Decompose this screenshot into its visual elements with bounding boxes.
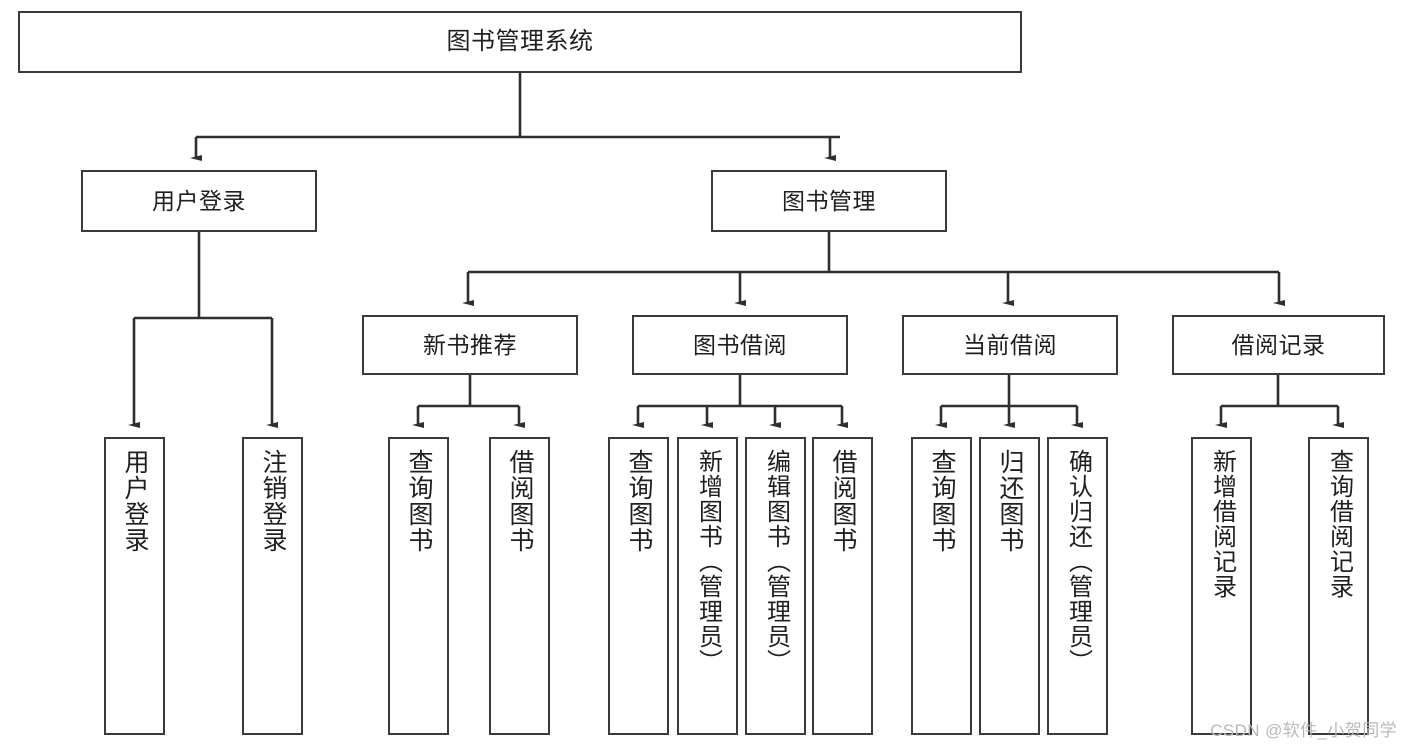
node-book-manage[interactable]: 图书管理 (711, 170, 947, 232)
node-leaf-bb-borrow-label: 借阅图书 (829, 449, 857, 553)
node-current-borrow[interactable]: 当前借阅 (902, 315, 1118, 375)
node-current-borrow-label: 当前借阅 (963, 331, 1057, 358)
node-leaf-br-query-label: 查询借阅记录 (1325, 449, 1353, 599)
node-leaf-br-add-label: 新增借阅记录 (1208, 449, 1236, 599)
node-book-borrow-label: 图书借阅 (693, 331, 787, 358)
node-leaf-user-login-label: 用户登录 (121, 449, 149, 553)
node-root[interactable]: 图书管理系统 (18, 11, 1022, 73)
node-leaf-br-query[interactable]: 查询借阅记录 (1308, 437, 1369, 735)
node-leaf-logout-label: 注销登录 (259, 449, 287, 553)
node-leaf-cb-query[interactable]: 查询图书 (911, 437, 972, 735)
node-leaf-bb-add-label: 新增图书（管理员） (694, 449, 722, 674)
node-new-book-rec-label: 新书推荐 (423, 331, 517, 358)
node-leaf-rec-borrow-label: 借阅图书 (506, 449, 534, 553)
node-book-borrow[interactable]: 图书借阅 (632, 315, 848, 375)
node-leaf-user-login[interactable]: 用户登录 (104, 437, 165, 735)
node-leaf-cb-confirm[interactable]: 确认归还（管理员） (1047, 437, 1108, 735)
node-new-book-rec[interactable]: 新书推荐 (362, 315, 578, 375)
node-borrow-record-label: 借阅记录 (1231, 331, 1326, 358)
node-user-login[interactable]: 用户登录 (81, 170, 317, 232)
node-leaf-bb-query[interactable]: 查询图书 (608, 437, 669, 735)
node-leaf-rec-borrow[interactable]: 借阅图书 (489, 437, 550, 735)
node-borrow-record[interactable]: 借阅记录 (1172, 315, 1385, 375)
node-leaf-cb-return-label: 归还图书 (996, 449, 1024, 553)
node-root-label: 图书管理系统 (446, 28, 594, 56)
node-leaf-bb-edit-label: 编辑图书（管理员） (762, 449, 790, 674)
node-leaf-bb-add[interactable]: 新增图书（管理员） (677, 437, 738, 735)
node-leaf-bb-borrow[interactable]: 借阅图书 (812, 437, 873, 735)
node-leaf-bb-edit[interactable]: 编辑图书（管理员） (745, 437, 806, 735)
watermark-text: CSDN @软件_小贺同学 (1210, 721, 1397, 740)
node-leaf-rec-query[interactable]: 查询图书 (388, 437, 449, 735)
node-leaf-rec-query-label: 查询图书 (405, 449, 433, 553)
node-leaf-logout[interactable]: 注销登录 (242, 437, 303, 735)
node-book-manage-label: 图书管理 (782, 187, 876, 214)
node-leaf-cb-confirm-label: 确认归还（管理员） (1064, 449, 1092, 674)
node-leaf-cb-return[interactable]: 归还图书 (979, 437, 1040, 735)
node-leaf-cb-query-label: 查询图书 (928, 449, 956, 553)
node-leaf-br-add[interactable]: 新增借阅记录 (1191, 437, 1252, 735)
node-user-login-label: 用户登录 (152, 187, 246, 214)
node-leaf-bb-query-label: 查询图书 (625, 449, 653, 553)
